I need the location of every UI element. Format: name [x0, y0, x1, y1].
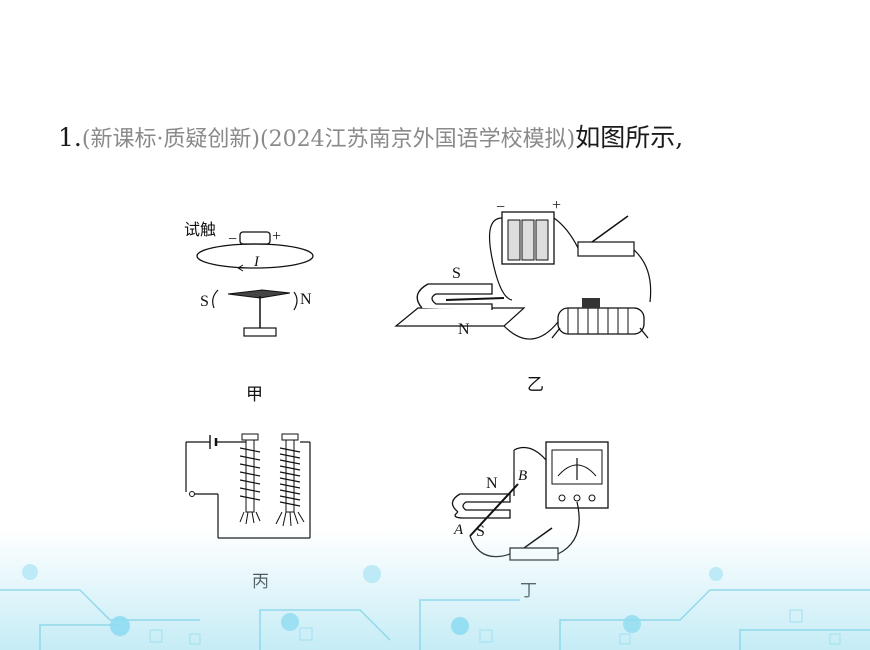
yi-wire-top — [553, 217, 579, 249]
yi-label-s: S — [452, 265, 461, 282]
bing-switch-terminal — [189, 491, 195, 497]
bing-electromagnet-b — [275, 433, 305, 527]
ding-wire-top — [513, 447, 547, 461]
question-line: 1.(新课标·质疑创新)(2024江苏南京外国语学校模拟)如图所示, — [58, 118, 683, 154]
yi-label-n: N — [458, 321, 470, 338]
jia-current-arrow — [237, 264, 246, 272]
yi-wire-bottom — [503, 321, 559, 340]
jia-stand-base — [243, 327, 277, 337]
bing-electromagnet-a — [239, 433, 261, 525]
jia-rotate-arrow-left — [212, 289, 219, 309]
figure-bing — [185, 433, 311, 539]
yi-wire-right — [633, 249, 652, 303]
yi-switch — [577, 215, 635, 257]
yi-wire-left — [489, 217, 513, 301]
jia-label-test: 试触 — [184, 221, 216, 239]
jia-rotate-arrow-right — [293, 291, 298, 311]
yi-battery-pack — [501, 211, 555, 265]
yi-base-board — [394, 307, 526, 327]
jia-label-s: S — [200, 293, 209, 310]
yi-label-plus: + — [552, 198, 561, 214]
jia-battery — [239, 231, 271, 245]
figure-yi: − + S N — [394, 198, 652, 340]
yi-rheostat — [551, 298, 649, 339]
ding-conductor-ab — [469, 483, 519, 537]
jia-label-plus: + — [272, 228, 281, 245]
yi-label-minus: − — [496, 199, 505, 216]
ding-label-b: B — [518, 468, 527, 484]
jia-label-n: N — [300, 291, 312, 308]
question-number: 1. — [58, 123, 82, 152]
caption-jia: 甲 — [246, 385, 263, 405]
question-text: 如图所示, — [575, 123, 684, 152]
figure-jia: 试触 − + I S N — [184, 221, 314, 337]
decorative-background — [0, 530, 870, 650]
caption-yi: 乙 — [527, 375, 544, 395]
ding-galvanometer — [545, 441, 609, 509]
jia-label-minus: − — [228, 231, 237, 248]
jia-label-current: I — [253, 254, 260, 270]
ding-magnet — [451, 493, 511, 519]
jia-compass-needle — [227, 289, 291, 299]
ding-label-n: N — [486, 475, 498, 492]
yi-magnet — [416, 283, 493, 310]
jia-wire-loop — [196, 243, 314, 269]
question-source: (新课标·质疑创新)(2024江苏南京外国语学校模拟) — [81, 127, 576, 152]
yi-conductor-rod — [445, 297, 505, 301]
